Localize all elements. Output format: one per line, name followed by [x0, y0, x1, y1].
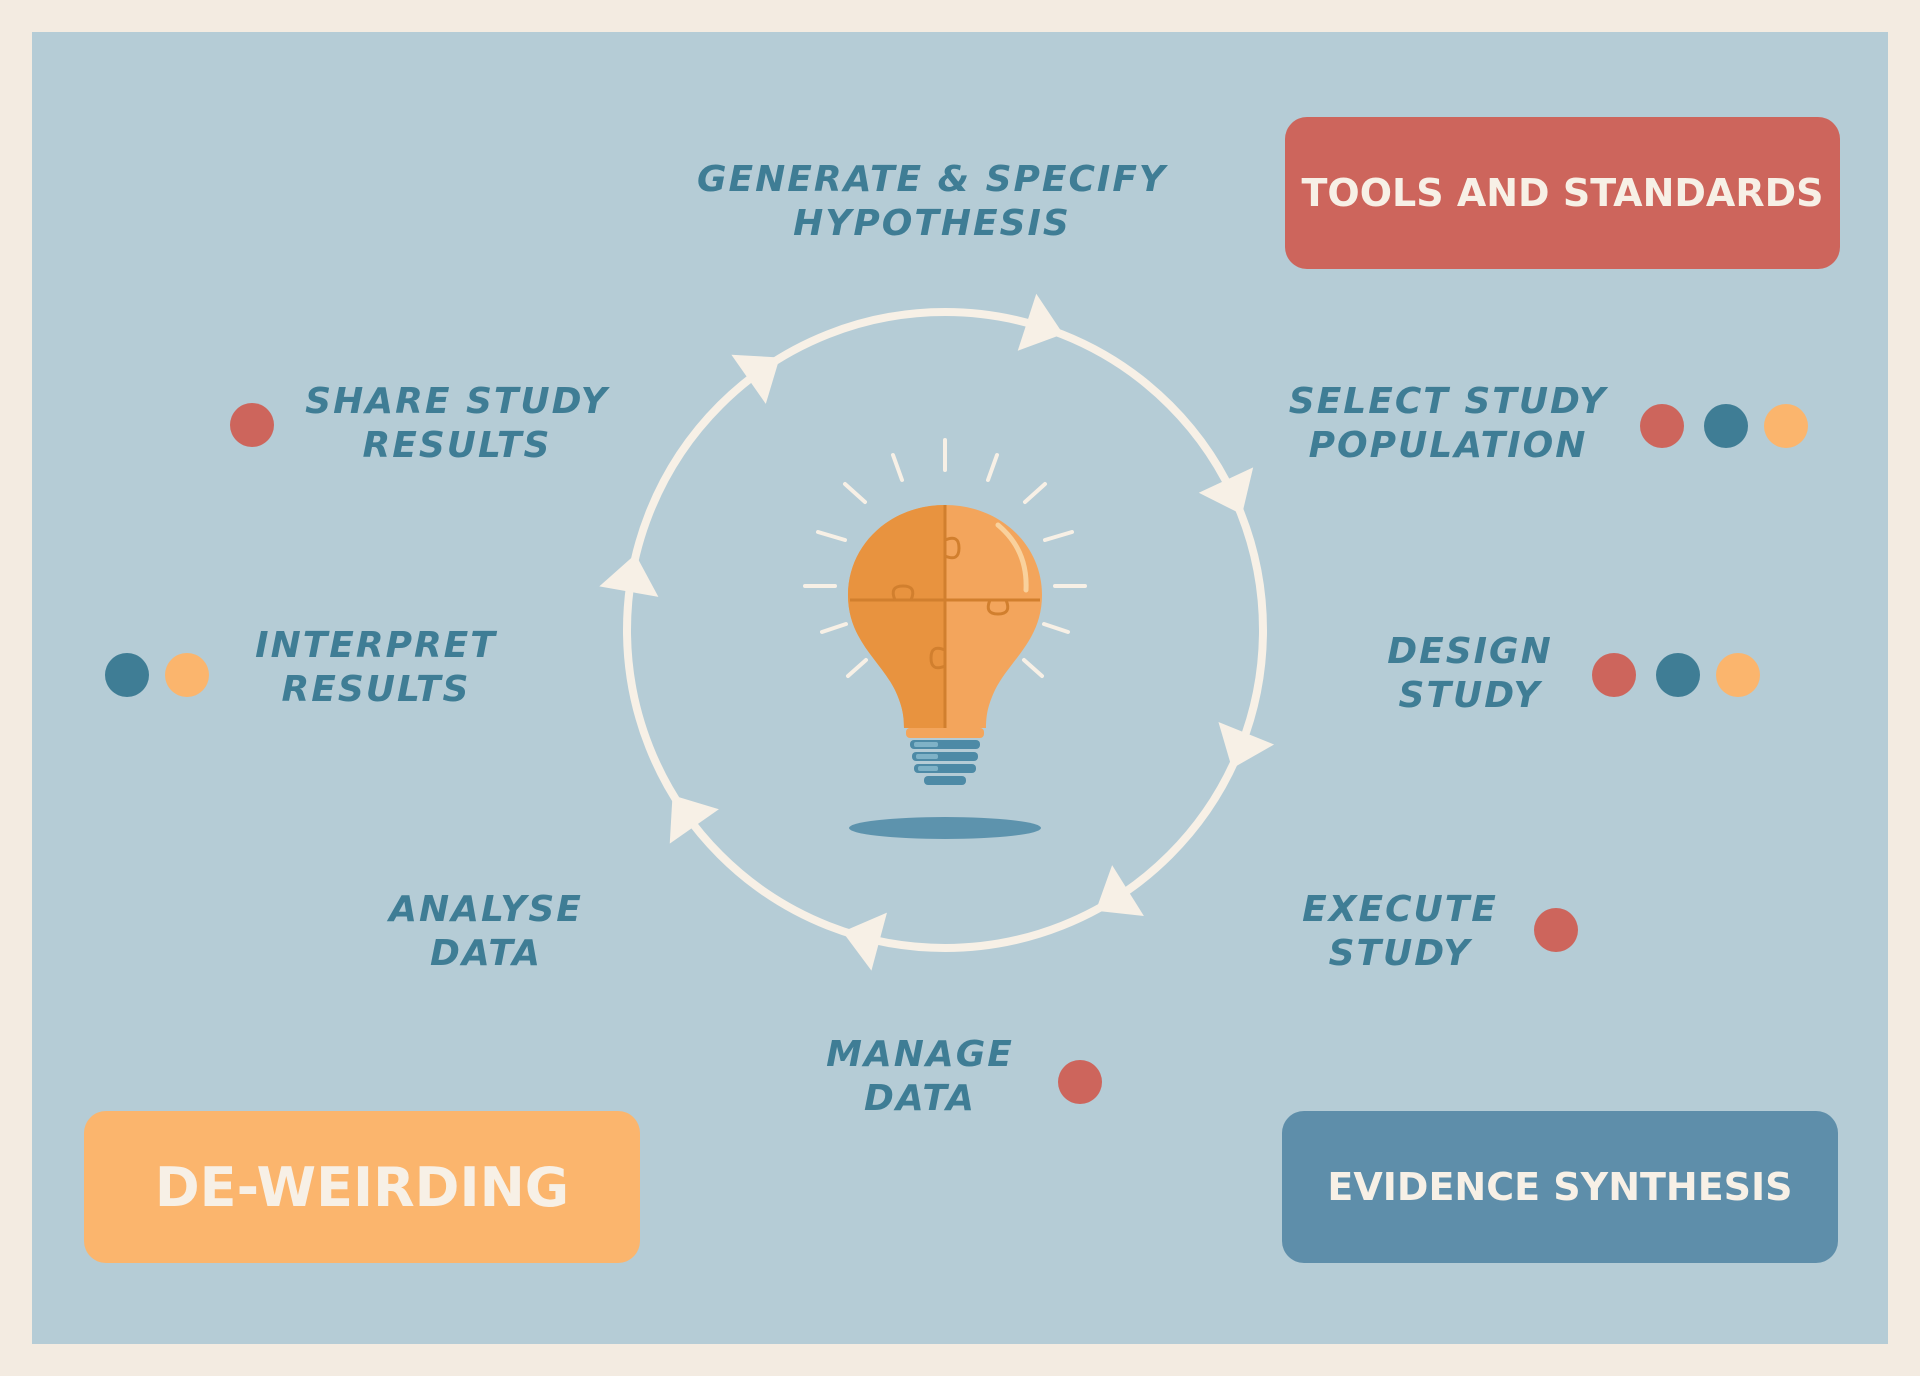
- dot-select-deweirding: [1764, 404, 1808, 448]
- lightbulb-puzzle-icon: [803, 438, 1087, 785]
- arrow-to-design: [1198, 467, 1254, 515]
- dot-select-evidence: [1704, 404, 1748, 448]
- cycle-arrows: [599, 293, 1275, 971]
- arrow-to-execute: [1218, 722, 1275, 769]
- dot-share-tools: [230, 403, 274, 447]
- arrow-to-select: [1017, 293, 1064, 351]
- dot-execute-tools: [1534, 908, 1578, 952]
- arrow-to-generate: [731, 354, 780, 404]
- dot-design-evidence: [1656, 653, 1700, 697]
- legend-tools-and-standards: TOOLS AND STANDARDS: [1285, 117, 1840, 269]
- arrow-to-analyse: [842, 912, 887, 971]
- dot-manage-tools: [1058, 1060, 1102, 1104]
- dot-interpret-deweirding: [165, 653, 209, 697]
- bulb-shadow: [849, 817, 1041, 839]
- dot-select-tools: [1640, 404, 1684, 448]
- dot-design-tools: [1592, 653, 1636, 697]
- arrow-to-manage: [1095, 865, 1144, 917]
- legend-evidence-synthesis: EVIDENCE SYNTHESIS: [1282, 1111, 1838, 1263]
- legend-de-weirding: DE-WEIRDING: [84, 1111, 640, 1263]
- cycle-ring: [623, 308, 1267, 952]
- arrow-to-share: [599, 554, 659, 597]
- dot-design-deweirding: [1716, 653, 1760, 697]
- arrow-to-interpret: [669, 795, 719, 844]
- dot-interpret-evidence: [105, 653, 149, 697]
